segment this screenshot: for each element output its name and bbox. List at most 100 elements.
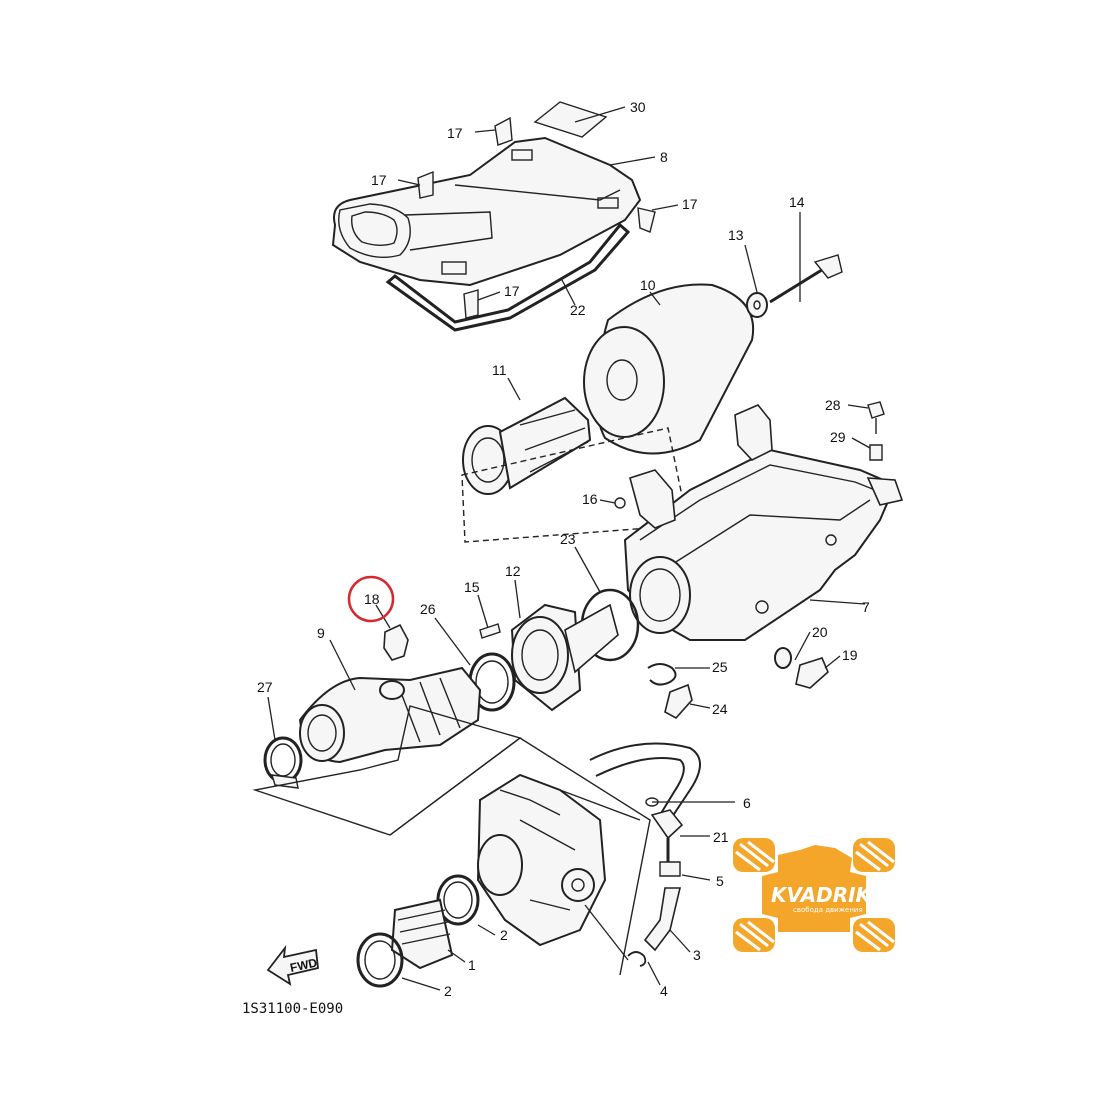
- air-cleaner-case: [623, 404, 904, 641]
- joint-port-inner: [521, 629, 559, 681]
- breather-hose-upper: [589, 742, 701, 821]
- filter-end: [583, 326, 665, 438]
- hose-joint: [650, 809, 684, 840]
- callout-label: 28: [825, 397, 841, 413]
- hose-end-clip: [627, 951, 647, 967]
- hose-route: [559, 789, 641, 821]
- breather-hose-upper-2: [595, 757, 685, 816]
- callout-label: 4: [660, 983, 668, 999]
- collar: [869, 444, 883, 461]
- callout-label: 14: [789, 194, 805, 210]
- carb-joint-bellows: [390, 898, 454, 970]
- callout-label: 17: [371, 172, 387, 188]
- filter-guide: [462, 396, 592, 495]
- callout-label: 15: [464, 579, 480, 595]
- clip-part: [494, 116, 513, 146]
- fwd-arrow-icon: [266, 944, 319, 986]
- kvadrik-watermark-logo: KVADRIK свобода движения: [733, 838, 895, 952]
- callout-label: 10: [640, 277, 656, 293]
- washer-hole: [753, 300, 761, 310]
- callout-label: 17: [682, 196, 698, 212]
- carb-assembly-outline: [389, 737, 651, 976]
- clip-part: [463, 289, 479, 319]
- callout-label: 27: [257, 679, 273, 695]
- bolt-head: [867, 401, 885, 419]
- clip-part: [417, 170, 434, 199]
- callout-label: 7: [862, 599, 870, 615]
- case-intake-port: [629, 556, 691, 634]
- case-boss: [755, 600, 769, 614]
- filter-bore: [606, 359, 638, 401]
- breather-cap: [383, 623, 409, 661]
- drain-group: [647, 663, 693, 720]
- intake-mouth-inner: [307, 714, 337, 752]
- screw-head: [614, 497, 626, 509]
- air-filter-element: [583, 283, 755, 455]
- forward-direction-arrow: FWD: [266, 944, 319, 986]
- callout-label: 3: [693, 947, 701, 963]
- caution-label-plate: [533, 101, 608, 138]
- clip-part: [637, 207, 656, 233]
- callout-label: 12: [505, 563, 521, 579]
- callout-label: 5: [716, 873, 724, 889]
- intake-clamp: [263, 736, 303, 789]
- callout-label: 26: [420, 601, 436, 617]
- callout-label: 13: [728, 227, 744, 243]
- callout-label: 21: [713, 829, 729, 845]
- callout-label: 2: [444, 983, 452, 999]
- guide-rib: [519, 409, 589, 473]
- drain-joint: [664, 683, 693, 720]
- washer: [746, 292, 768, 318]
- fwd-label: FWD: [289, 955, 319, 974]
- cap-clip-slot: [597, 197, 619, 209]
- callout-label: 23: [560, 531, 576, 547]
- cap-intake-snout: [338, 203, 411, 258]
- throttle-linkage: [499, 789, 576, 911]
- callout-label: 17: [447, 125, 463, 141]
- drawing-code: 1S31100-E090: [242, 1001, 343, 1017]
- callout-label: 9: [317, 625, 325, 641]
- callout-label: 24: [712, 701, 728, 717]
- atv-body-shape: [762, 845, 866, 932]
- cap-clip-slot: [441, 261, 467, 275]
- callout-label: 25: [712, 659, 728, 675]
- clamp-2-lower: [356, 932, 404, 988]
- watermark-brand: KVADRIK: [771, 883, 873, 907]
- callout-label: 19: [842, 647, 858, 663]
- case-fasteners: [614, 401, 885, 509]
- intake-mouth: [299, 704, 345, 762]
- clamp-2-upper-inner: [443, 881, 473, 919]
- throttle-pulley-hub: [571, 878, 585, 892]
- throttle-pulley: [561, 868, 595, 902]
- joint-horn: [564, 603, 619, 674]
- callout-label: 29: [830, 429, 846, 445]
- breather-port: [379, 680, 405, 700]
- intake-joint: [298, 623, 482, 764]
- case-rim: [639, 464, 881, 541]
- sensor-group: [774, 647, 829, 689]
- tire-icon: [733, 838, 895, 952]
- case-boss: [825, 534, 837, 546]
- highlight-circle: [347, 575, 395, 623]
- cap-rib: [404, 211, 493, 251]
- hose-route-2: [584, 904, 629, 961]
- case-stay: [629, 469, 676, 529]
- callout-labels: 30 8 17 17 17 17 22 14 13 10 11 28 29 16…: [257, 99, 870, 999]
- case-joint: [510, 588, 640, 712]
- joint-port: [511, 616, 569, 694]
- callout-label: 22: [570, 302, 586, 318]
- band-clamp-inner: [475, 660, 509, 704]
- spring-clamp: [647, 663, 677, 686]
- callout-label: 1: [468, 957, 476, 973]
- case-intake-port-inner: [639, 568, 681, 622]
- callout-label: 11: [492, 362, 507, 378]
- callout-label: 2: [500, 927, 508, 943]
- throttle-body: [476, 773, 607, 947]
- callout-label: 8: [660, 149, 668, 165]
- cap-intake-snout-inner: [351, 211, 398, 246]
- bolt-shaft: [769, 266, 826, 304]
- bolt-wing: [813, 254, 843, 279]
- callout-label: 20: [812, 624, 828, 640]
- callout-label: 18: [364, 591, 380, 607]
